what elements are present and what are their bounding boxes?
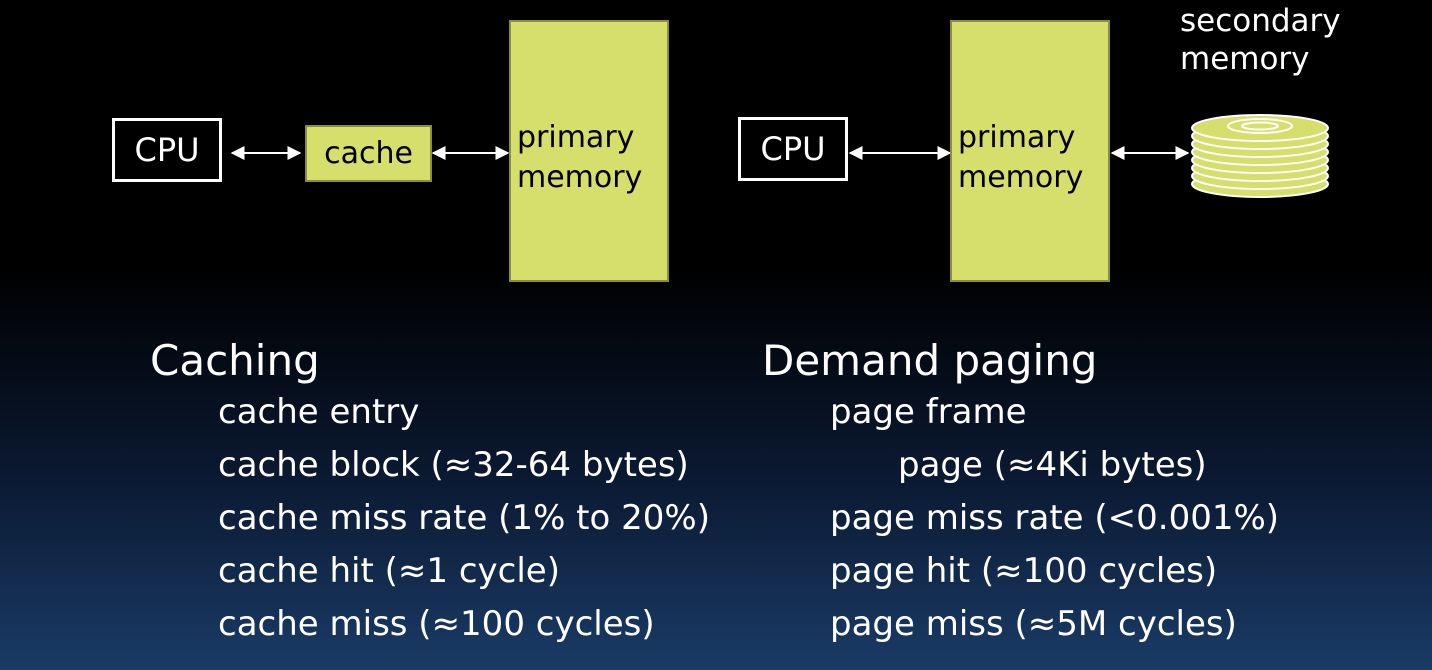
caching-item: cache hit (≈1 cycle) xyxy=(218,551,560,591)
cpu-label-left: CPU xyxy=(134,131,200,169)
connector-arrows xyxy=(230,146,1190,160)
memory-label-right-line2: memory xyxy=(958,160,1084,195)
paging-item: page miss (≈5M cycles) xyxy=(830,604,1237,644)
memory-label-right-line1: primary xyxy=(958,120,1076,155)
paging-column: Demand paging page frame page (≈4Ki byte… xyxy=(762,336,1279,651)
cache-label: cache xyxy=(324,136,413,171)
caching-item: cache miss rate (1% to 20%) xyxy=(218,498,710,538)
cpu-label-right: CPU xyxy=(760,130,826,168)
secondary-label-line2: memory xyxy=(1180,41,1310,77)
paging-item: page miss rate (<0.001%) xyxy=(830,498,1280,538)
cache-box: cache xyxy=(305,125,432,182)
caching-item: cache block (≈32-64 bytes) xyxy=(218,445,689,485)
primary-memory-box-left: primary memory xyxy=(509,20,669,282)
caching-item: cache entry xyxy=(218,392,420,432)
paging-item: page (≈4Ki bytes) xyxy=(898,445,1207,485)
secondary-memory-label: secondary memory xyxy=(1180,2,1341,78)
paging-item: page hit (≈100 cycles) xyxy=(830,551,1218,591)
caching-item: cache miss (≈100 cycles) xyxy=(218,604,655,644)
caching-heading: Caching xyxy=(150,336,320,385)
caching-column: Caching cache entry cache block (≈32-64 … xyxy=(150,336,710,651)
paging-item: page frame xyxy=(830,392,1027,432)
paging-heading: Demand paging xyxy=(762,336,1098,385)
cpu-box-left: CPU xyxy=(112,118,222,182)
memory-label-left-line1: primary xyxy=(517,120,635,155)
disk-stack-icon xyxy=(1191,114,1329,198)
cpu-box-right: CPU xyxy=(738,117,848,181)
primary-memory-box-right: primary memory xyxy=(950,20,1110,282)
secondary-label-line1: secondary xyxy=(1180,3,1341,39)
memory-label-left-line2: memory xyxy=(517,160,643,195)
